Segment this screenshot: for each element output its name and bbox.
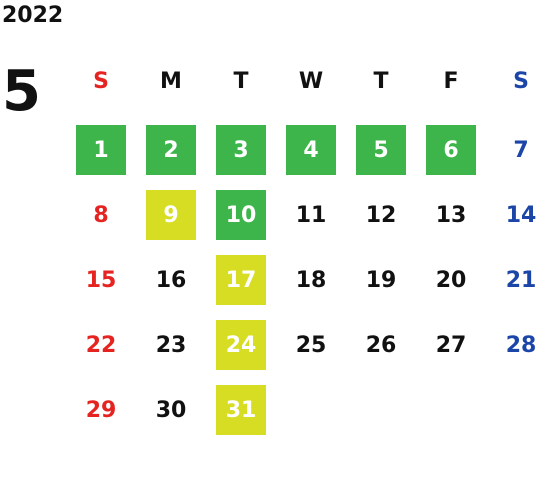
day-cell: 25	[295, 332, 327, 358]
day-cell: 26	[365, 332, 397, 358]
day-cell: 3	[216, 125, 266, 175]
day-cell: 19	[365, 267, 397, 293]
day-cell: 4	[286, 125, 336, 175]
day-cell: 9	[146, 190, 196, 240]
day-cell: 15	[85, 267, 117, 293]
day-cell: 22	[85, 332, 117, 358]
day-cell: 29	[85, 397, 117, 423]
day-cell: 2	[146, 125, 196, 175]
day-cell: 14	[505, 202, 537, 228]
weekday-header-6: S	[513, 68, 529, 94]
weekday-header-3: W	[298, 68, 324, 94]
day-cell: 27	[435, 332, 467, 358]
weekday-header-5: F	[443, 68, 459, 94]
day-cell: 11	[295, 202, 327, 228]
day-cell: 10	[216, 190, 266, 240]
day-cell: 31	[216, 385, 266, 435]
day-cell: 20	[435, 267, 467, 293]
weekday-header-1: M	[160, 68, 182, 94]
day-cell: 30	[155, 397, 187, 423]
day-cell: 5	[356, 125, 406, 175]
day-cell: 28	[505, 332, 537, 358]
day-cell: 6	[426, 125, 476, 175]
day-cell: 12	[365, 202, 397, 228]
day-cell: 18	[295, 267, 327, 293]
day-cell: 13	[435, 202, 467, 228]
day-cell: 8	[93, 202, 109, 228]
weekday-header-4: T	[373, 68, 389, 94]
day-cell: 7	[513, 137, 529, 163]
weekday-header-0: S	[93, 68, 109, 94]
year-label: 2022	[2, 3, 64, 28]
day-cell: 1	[76, 125, 126, 175]
day-cell: 21	[505, 267, 537, 293]
day-cell: 24	[216, 320, 266, 370]
day-cell: 23	[155, 332, 187, 358]
day-cell: 16	[155, 267, 187, 293]
month-number: 5	[2, 59, 41, 124]
weekday-header-2: T	[233, 68, 249, 94]
day-cell: 17	[216, 255, 266, 305]
